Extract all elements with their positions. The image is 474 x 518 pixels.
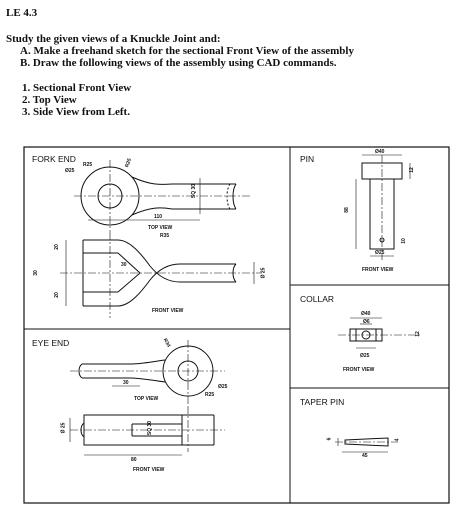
fork-dim-110: 110 bbox=[154, 214, 163, 220]
eye-dim-80: 80 bbox=[131, 457, 137, 463]
view-item-1: 1. Sectional Front View bbox=[22, 82, 132, 94]
eye-dim-dia25: Ø25 bbox=[218, 384, 228, 390]
fork-dim-30-mid: 30 bbox=[121, 262, 127, 268]
exercise-code: LE 4.3 bbox=[6, 7, 38, 19]
taper-pin-title: TAPER PIN bbox=[300, 397, 345, 407]
fork-dim-20-top: 20 bbox=[53, 244, 60, 250]
fork-dim-dia25: Ø25 bbox=[65, 168, 75, 174]
collar-dim-dia6: Ø6 bbox=[363, 319, 370, 325]
fork-end-top-view bbox=[74, 160, 250, 232]
eye-end-top-view bbox=[70, 340, 225, 404]
eye-dim-dia25-front: Ø 25 bbox=[60, 422, 67, 434]
collar-front-view bbox=[338, 317, 420, 349]
collar-dim-12: 12 bbox=[414, 331, 421, 337]
eye-top-view-label: TOP VIEW bbox=[134, 396, 159, 402]
collar-dim-dia25: Ø25 bbox=[360, 353, 370, 359]
fork-top-view-label: TOP VIEW bbox=[148, 225, 173, 231]
eye-end-front-view bbox=[69, 406, 225, 456]
outer-frame bbox=[23, 146, 450, 504]
taper-dim-4: 4 bbox=[394, 438, 401, 442]
pin-dim-12: 12 bbox=[408, 167, 415, 173]
fork-dim-20-bottom: 20 bbox=[53, 292, 60, 298]
intro-text: Study the given views of a Knuckle Joint… bbox=[6, 33, 221, 45]
task-a: A. Make a freehand sketch for the sectio… bbox=[20, 45, 354, 57]
pin-dim-dia25: Ø25 bbox=[375, 250, 385, 256]
fork-dim-30-left: 30 bbox=[32, 270, 39, 276]
pin-dim-10: 10 bbox=[400, 238, 407, 244]
fork-end-title: FORK END bbox=[32, 154, 76, 164]
pin-dim-88: 88 bbox=[343, 207, 350, 213]
taper-pin-view bbox=[335, 437, 398, 453]
eye-dim-sq30: SQ 30 bbox=[147, 420, 154, 436]
collar-title: COLLAR bbox=[300, 294, 335, 304]
eye-dim-r25: R25 bbox=[205, 392, 215, 398]
collar-dim-dia40: Ø40 bbox=[361, 311, 371, 317]
view-item-2: 2. Top View bbox=[22, 94, 77, 106]
collar-front-view-label: FRONT VIEW bbox=[343, 367, 375, 373]
fork-front-view-label: FRONT VIEW bbox=[152, 308, 184, 314]
taper-dim-6: 6 bbox=[326, 437, 333, 441]
eye-end-title: EYE END bbox=[32, 338, 70, 348]
fork-end-front-view bbox=[60, 232, 262, 318]
eye-front-view-label: FRONT VIEW bbox=[133, 467, 165, 473]
fork-dim-sq30: SQ 30 bbox=[191, 183, 198, 199]
view-item-3: 3. Side View from Left. bbox=[22, 106, 130, 118]
fork-dim-r35: R35 bbox=[160, 233, 170, 239]
pin-front-view-label: FRONT VIEW bbox=[362, 267, 394, 273]
pin-front-view bbox=[355, 154, 411, 260]
taper-dim-45: 45 bbox=[362, 453, 368, 459]
pin-dim-dia40: Ø40 bbox=[375, 149, 385, 155]
pin-title: PIN bbox=[300, 154, 315, 164]
task-b: B. Draw the following views of the assem… bbox=[20, 57, 337, 69]
fork-dim-dia25-front: Ø 25 bbox=[260, 267, 267, 279]
eye-dim-30: 30 bbox=[123, 380, 129, 386]
fork-dim-r25a: R25 bbox=[83, 162, 93, 168]
